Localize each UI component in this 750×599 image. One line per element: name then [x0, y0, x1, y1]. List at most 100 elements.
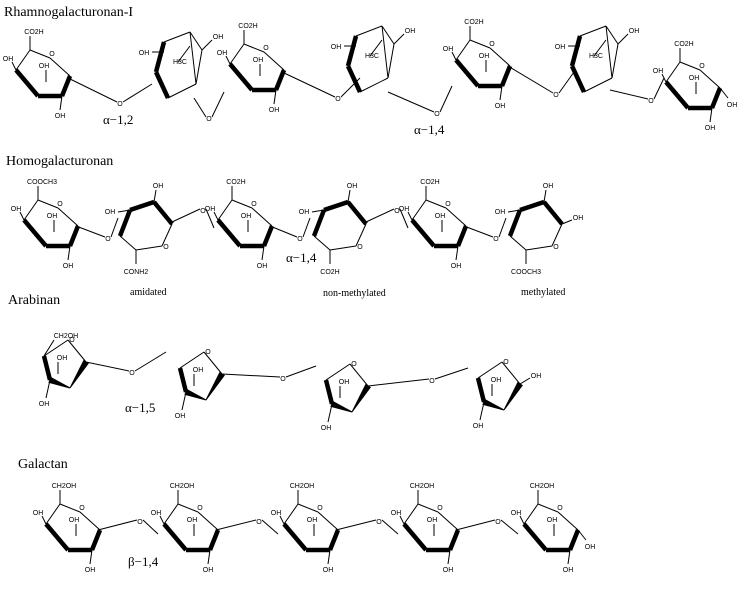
ring-bond [381, 25, 395, 45]
hydroxyl-label: OH [151, 510, 162, 517]
methyl-label: H3C [589, 53, 603, 60]
ring-bond [455, 39, 471, 61]
c6-group-label: CO2H [238, 23, 257, 30]
hydroxyl-bond [719, 87, 729, 99]
hydroxyl-label: OH [399, 206, 410, 213]
ring-wedge-bond [205, 371, 225, 401]
hydroxyl-label: OH [203, 567, 214, 574]
hydroxyl-label: OH [547, 517, 558, 524]
hydroxyl-label: OH [39, 63, 50, 70]
ring-bond [355, 223, 367, 247]
hydroxyl-label: OH [473, 423, 484, 430]
hg-label-non-methylated: non-methylated [323, 288, 386, 299]
glycosidic-bond [142, 519, 159, 535]
hydroxyl-label: OH [105, 209, 116, 216]
glycosidic-bond [335, 519, 377, 531]
ring-oxygen-label: O [489, 41, 495, 48]
hydroxyl-label: OH [33, 510, 44, 517]
glycosidic-bond [269, 225, 298, 238]
ring-bond [23, 199, 39, 221]
glycosidic-bond [215, 519, 257, 531]
glycosidic-bond [507, 65, 554, 94]
ring-bond-front [709, 87, 723, 109]
glycosidic-oxygen-label: O [117, 101, 123, 108]
ring-bond [43, 339, 69, 357]
hydroxyl-label: OH [257, 263, 268, 270]
glycosidic-oxygen-label: O [493, 236, 499, 243]
glycosidic-bond [281, 71, 336, 98]
ring-bond [551, 223, 563, 247]
glycosidic-bond [193, 97, 207, 118]
hydroxyl-label: OH [391, 510, 402, 517]
title-galactan: Galactan [18, 457, 68, 472]
glycosidic-bond [75, 225, 106, 238]
glycosidic-oxygen-label: O [648, 98, 654, 105]
hydroxyl-label: OH [63, 263, 74, 270]
ring-bond [355, 25, 383, 37]
ring-oxygen-label: O [205, 349, 211, 356]
hydroxyl-bond [519, 515, 525, 525]
hydroxyl-label: OH [205, 206, 216, 213]
glycosidic-bond [367, 378, 430, 387]
c6-group-label: CH2OH [410, 483, 435, 490]
ring-bond [59, 503, 81, 513]
glycosidic-oxygen-label: O [200, 208, 206, 215]
ring-bond [437, 511, 459, 531]
ring-bond [49, 57, 71, 77]
hydroxyl-label: OH [253, 57, 264, 64]
linkage-label-arabinan-alpha15: α−1,5 [125, 400, 155, 415]
glycosidic-bond [134, 351, 167, 372]
hg-label-methylated: methylated [521, 287, 565, 298]
ring-bond [119, 235, 137, 251]
ring-bond [15, 49, 31, 71]
ring-bond-front [346, 200, 368, 226]
hydroxyl-bond [153, 189, 157, 203]
ring-oxygen-label: O [357, 244, 363, 251]
ring-wedge-bond [69, 359, 89, 389]
hydroxyl-bond [45, 379, 51, 399]
hydroxyl-label: OH [495, 209, 506, 216]
ring-bond [425, 199, 447, 209]
ring-bond [67, 339, 87, 363]
hydroxyl-bond [455, 245, 459, 261]
ring-bond [417, 503, 439, 513]
ring-bond [179, 351, 205, 369]
methyl-label: H3C [365, 53, 379, 60]
hydroxyl-label: OH [11, 206, 22, 213]
ring-bond [501, 361, 521, 385]
hydroxyl-bond [225, 55, 231, 65]
ring-oxygen-label: O [503, 359, 509, 366]
glycosidic-bond [455, 519, 496, 531]
hydroxyl-label: OH [347, 183, 358, 190]
glycosidic-bond [500, 519, 519, 535]
ring-bond [325, 363, 351, 381]
hydroxyl-label: OH [555, 44, 566, 51]
hydroxyl-label: OH [139, 50, 150, 57]
ring-bond-front [323, 379, 335, 405]
hydroxyl-label: OH [55, 113, 66, 120]
hydroxyl-bond [89, 549, 93, 565]
hydroxyl-label: OH [3, 56, 14, 63]
glycosidic-bond [434, 367, 469, 380]
glycosidic-bond [387, 91, 435, 113]
glycosidic-oxygen-label: O [105, 236, 111, 243]
ring-bond [359, 77, 389, 93]
ring-oxygen-label: O [263, 45, 269, 52]
title-homogalacturonan: Homogalacturonan [6, 154, 113, 169]
hydroxyl-label: OH [269, 107, 280, 114]
hydroxyl-bond [661, 73, 667, 83]
hydroxyl-label: OH [321, 425, 332, 432]
glycosidic-bond [67, 77, 118, 103]
hydroxyl-bond [447, 549, 451, 565]
methyl-label: H3C [173, 59, 187, 66]
ring-bond [349, 363, 369, 387]
hydroxyl-bond [311, 209, 325, 213]
c6-group-label: CO2H [674, 41, 693, 48]
glycosidic-oxygen-label: O [256, 519, 262, 526]
hydroxyl-label: OH [213, 34, 224, 41]
ring-oxygen-label: O [553, 244, 559, 251]
hydroxyl-label: OH [323, 567, 334, 574]
ring-bond [37, 199, 59, 209]
ring-bond-front [402, 522, 428, 552]
